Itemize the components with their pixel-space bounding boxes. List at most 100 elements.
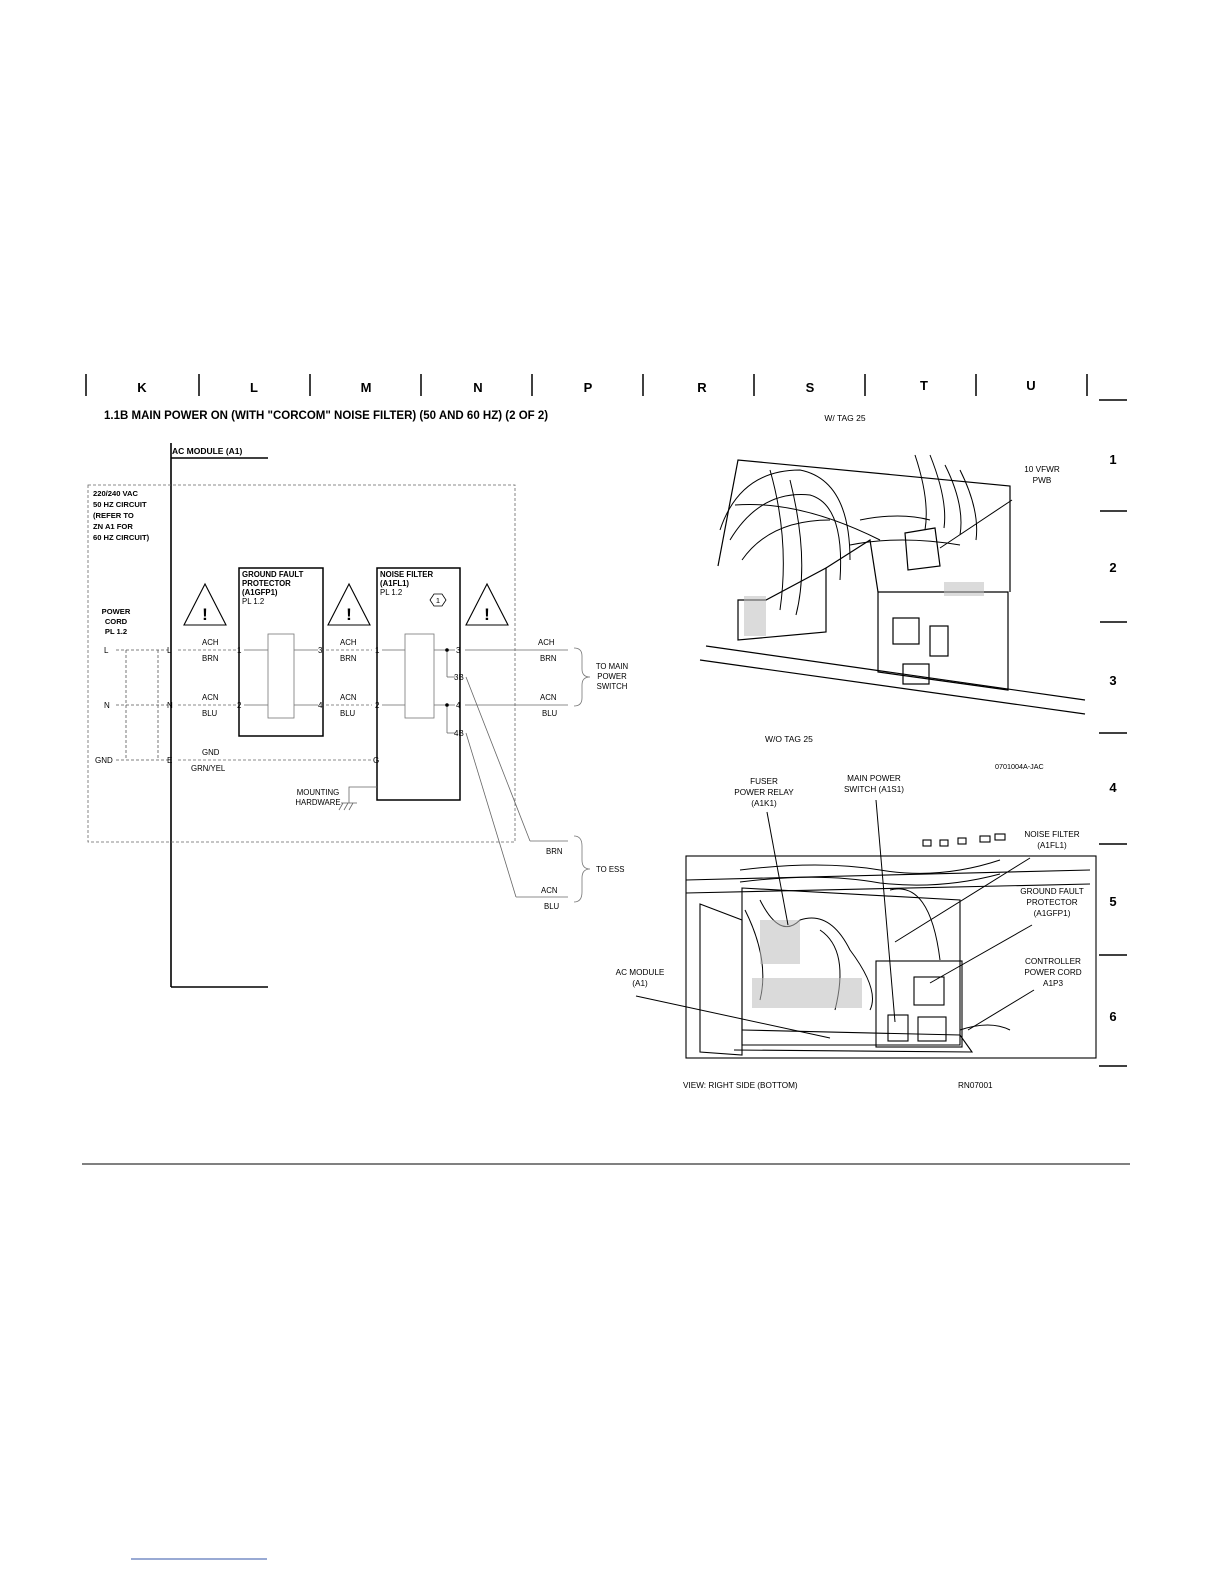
svg-text:1: 1: [237, 646, 242, 655]
warning-triangle-icon: [183, 582, 227, 626]
svg-text:BRN: BRN: [202, 654, 218, 663]
svg-text:1: 1: [375, 646, 380, 655]
callout-main-switch: MAIN POWER SWITCH (A1S1): [844, 774, 904, 794]
gfp-pl: PL 1.2: [242, 597, 264, 606]
col-label-p: P: [584, 380, 593, 395]
svg-text:3: 3: [456, 646, 461, 655]
schematic: AC MODULE (A1) 220/240 VAC 50 HZ CIRCUIT…: [87, 443, 628, 988]
svg-text:GND: GND: [202, 748, 220, 757]
tag-number: 1: [436, 596, 440, 605]
svg-text:L: L: [167, 646, 172, 655]
svg-text:POWER RELAY: POWER RELAY: [734, 788, 794, 797]
row-label-5: 5: [1109, 894, 1116, 909]
circuit-note: 220/240 VAC 50 HZ CIRCUIT (REFER TO ZN A…: [93, 489, 150, 542]
wire-labels: ACH BRN ACN BLU GND GRN/YEL ACH BRN ACN …: [191, 638, 562, 911]
svg-text:NOISE FILTER: NOISE FILTER: [1024, 830, 1079, 839]
power-cord-label: POWER CORD PL 1.2: [102, 607, 131, 636]
svg-text:POWER CORD: POWER CORD: [1024, 968, 1081, 977]
svg-text:MAIN POWER: MAIN POWER: [847, 774, 901, 783]
brace-main: [573, 647, 591, 707]
photo-tag-label: W/ TAG 25: [824, 413, 866, 423]
svg-text:50 HZ CIRCUIT: 50 HZ CIRCUIT: [93, 500, 147, 509]
svg-text:PWB: PWB: [1033, 476, 1052, 485]
callout-leader: [939, 499, 1013, 549]
svg-text:TO MAIN: TO MAIN: [596, 662, 628, 671]
svg-text:E: E: [167, 756, 172, 765]
svg-text:(REFER TO: (REFER TO: [93, 511, 134, 520]
svg-text:ACH: ACH: [340, 638, 356, 647]
ground-fault-protector: [238, 567, 324, 737]
svg-text:G: G: [373, 756, 379, 765]
svg-text:(A1GFP1): (A1GFP1): [1034, 909, 1071, 918]
warning-mark: !: [484, 605, 490, 624]
row-label-6: 6: [1109, 1009, 1116, 1024]
col-label-m: M: [361, 380, 372, 395]
svg-text:ACN: ACN: [540, 693, 556, 702]
svg-text:BLU: BLU: [202, 709, 218, 718]
row-label-2: 2: [1109, 560, 1116, 575]
gfp-pins: 1 2 3 4: [237, 646, 323, 710]
svg-text:SWITCH: SWITCH: [597, 682, 628, 691]
wires: [178, 649, 568, 898]
svg-text:4: 4: [318, 701, 323, 710]
callout-fuser: FUSER POWER RELAY (A1K1): [734, 777, 794, 808]
noise-filter-label: NOISE FILTER (A1FL1): [380, 570, 434, 588]
svg-text:PROTECTOR: PROTECTOR: [1026, 898, 1077, 907]
svg-text:MOUNTING: MOUNTING: [297, 788, 339, 797]
junction-dot: [445, 703, 449, 707]
col-label-l: L: [250, 380, 258, 395]
mounting-label: MOUNTING HARDWARE: [295, 788, 340, 807]
svg-text:FUSER: FUSER: [750, 777, 778, 786]
junction-dot: [445, 648, 449, 652]
diagram-title: 1.1B MAIN POWER ON (WITH "CORCOM" NOISE …: [104, 410, 548, 422]
without-tag-label: W/O TAG 25: [765, 734, 813, 744]
svg-text:(A1GFP1): (A1GFP1): [242, 588, 278, 597]
svg-text:PROTECTOR: PROTECTOR: [242, 579, 291, 588]
svg-text:2: 2: [237, 701, 242, 710]
photo-bottom-code: RN07001: [958, 1081, 993, 1090]
to-main-switch: TO MAIN POWER SWITCH: [596, 662, 628, 691]
ground-symbol-icon: [338, 802, 344, 811]
col-label-s: S: [806, 380, 815, 395]
svg-text:BLU: BLU: [544, 902, 560, 911]
svg-text:ACH: ACH: [538, 638, 554, 647]
col-label-t: T: [920, 378, 928, 393]
col-label-k: K: [137, 380, 147, 395]
svg-text:SWITCH (A1S1): SWITCH (A1S1): [844, 785, 904, 794]
noise-filter-element: [404, 633, 435, 719]
svg-text:2: 2: [375, 701, 380, 710]
ac-module-label: AC MODULE (A1): [172, 446, 243, 456]
photo-with-tag: [690, 438, 1100, 728]
svg-text:POWER: POWER: [102, 607, 131, 616]
gfp-element: [267, 633, 295, 719]
svg-text:N: N: [167, 701, 173, 710]
noise-filter: [376, 567, 461, 801]
row-label-4: 4: [1109, 780, 1117, 795]
gfp-label: GROUND FAULT PROTECTOR (A1GFP1): [242, 570, 304, 597]
svg-text:ZN A1 FOR: ZN A1 FOR: [93, 522, 133, 531]
svg-text:BLU: BLU: [542, 709, 558, 718]
svg-text:HARDWARE: HARDWARE: [295, 798, 340, 807]
tag-hexagon-icon: [429, 593, 447, 607]
svg-text:220/240 VAC: 220/240 VAC: [93, 489, 139, 498]
svg-text:BLU: BLU: [340, 709, 356, 718]
svg-text:3B: 3B: [454, 673, 464, 682]
svg-text:4B: 4B: [454, 729, 464, 738]
svg-text:(A1): (A1): [632, 979, 648, 988]
svg-text:(A1FL1): (A1FL1): [1037, 841, 1067, 850]
svg-text:POWER: POWER: [597, 672, 627, 681]
row-label-1: 1: [1109, 452, 1116, 467]
warning-triangle-icon: [465, 582, 509, 626]
power-cord-pins: L N GND L N E: [95, 646, 173, 765]
svg-text:BRN: BRN: [340, 654, 356, 663]
warning-mark: !: [346, 605, 352, 624]
callout-gfp: GROUND FAULT PROTECTOR (A1GFP1): [1020, 887, 1084, 918]
row-label-3: 3: [1109, 673, 1116, 688]
photo-without-tag: [635, 799, 1097, 1059]
svg-text:ACN: ACN: [202, 693, 218, 702]
svg-text:CORD: CORD: [105, 617, 128, 626]
svg-text:GROUND FAULT: GROUND FAULT: [242, 570, 304, 579]
to-ess: TO ESS: [596, 865, 624, 874]
